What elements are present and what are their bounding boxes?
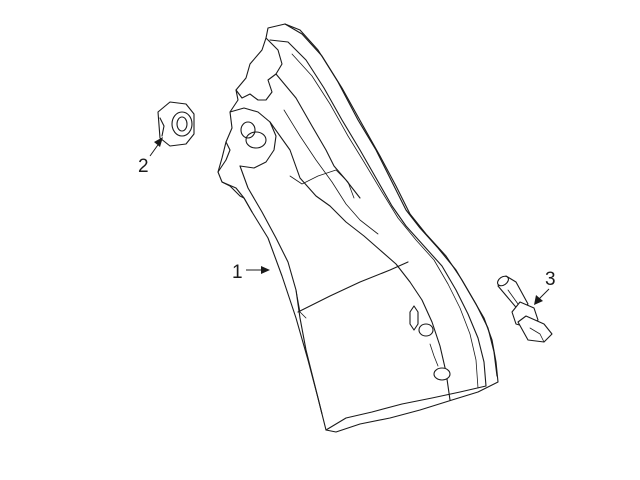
rear-flange-step bbox=[217, 141, 231, 173]
rear-flange bbox=[221, 181, 253, 213]
nut-bore-inner bbox=[176, 116, 188, 132]
mounting-stud-hole bbox=[245, 131, 267, 149]
bolt-head bbox=[517, 315, 553, 343]
callout-label-3: 3 bbox=[545, 269, 556, 290]
bolt-head-edge bbox=[529, 327, 545, 343]
bolt-part bbox=[497, 275, 553, 343]
nut-flat-edge bbox=[159, 117, 165, 137]
hex-nut-part bbox=[157, 101, 195, 147]
callout-3: 3 bbox=[534, 269, 556, 305]
nut-bore bbox=[171, 111, 193, 137]
callout-2: 2 bbox=[138, 137, 163, 177]
mounting-stud-bore bbox=[240, 121, 256, 139]
lens-divider-line bbox=[297, 261, 409, 313]
lens-rim-inner bbox=[269, 39, 487, 387]
bolt-shank-end bbox=[497, 275, 509, 287]
inner-reflector-edge bbox=[269, 121, 451, 401]
lamp-housing-outline bbox=[217, 23, 499, 433]
inner-housing-edge bbox=[239, 165, 323, 415]
side-wall-fold bbox=[283, 109, 379, 235]
bolt-thread-line bbox=[507, 289, 519, 305]
top-mounting-boss bbox=[235, 37, 283, 101]
lamp-housing-part bbox=[217, 23, 499, 433]
callout-label-2: 2 bbox=[138, 156, 149, 177]
upper-cavity-line bbox=[289, 169, 355, 199]
callout-1: 1 bbox=[232, 262, 270, 283]
mounting-flange bbox=[229, 107, 277, 169]
lower-panel-edge bbox=[295, 289, 307, 319]
callout-label-1: 1 bbox=[232, 262, 243, 283]
callout-arrow-2 bbox=[154, 137, 163, 147]
lens-rim-outer bbox=[284, 23, 498, 377]
bottom-edge bbox=[325, 385, 487, 431]
callout-leader-3 bbox=[537, 288, 550, 301]
lens-slot-upper bbox=[409, 305, 419, 331]
callout-arrow-3 bbox=[534, 295, 543, 305]
lens-rim-groove bbox=[291, 53, 479, 389]
lens-bump-lower bbox=[433, 367, 451, 381]
lens-bump-middle bbox=[418, 323, 434, 337]
callout-arrow-1 bbox=[261, 266, 270, 274]
lens-slot-lower bbox=[429, 343, 439, 367]
